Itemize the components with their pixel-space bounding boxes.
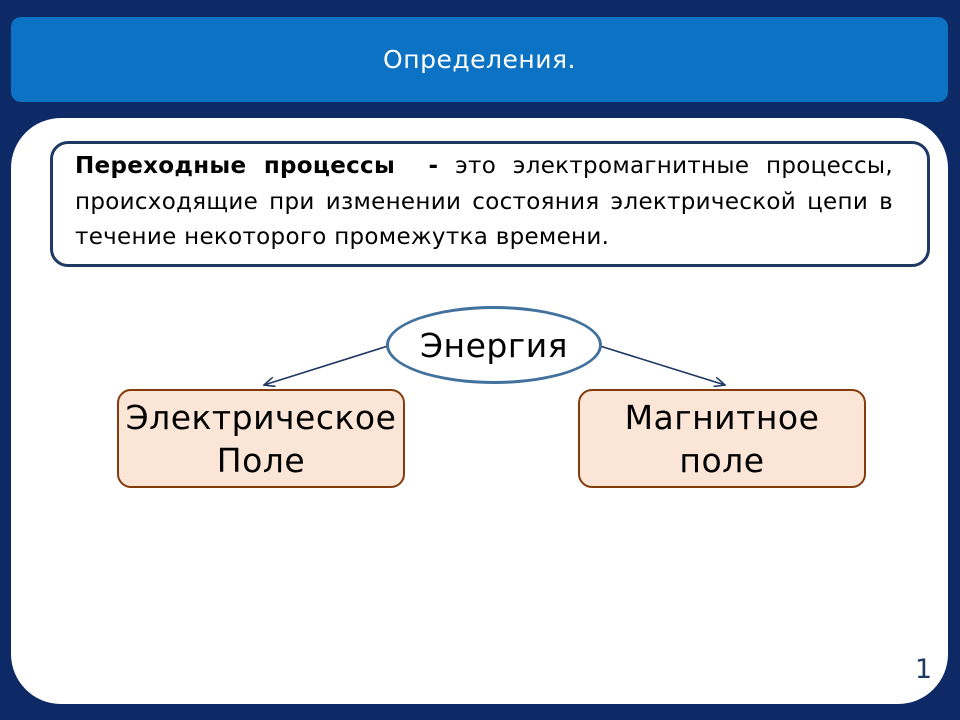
definition-text: Переходные процессы - это электромагнитн… [75,149,893,256]
energy-node: Энергия [386,306,602,384]
definition-body: это электромагнитные процессы, происходя… [75,153,893,250]
energy-label: Энергия [419,325,568,365]
magnetic-field-box: Магнитное поле [578,389,866,488]
definition-term: Переходные процессы [75,153,396,179]
page-number: 1 [914,654,932,685]
title-bar: Определения. [11,17,948,102]
electric-field-label: Электрическое Поле [125,397,397,480]
electric-field-box: Электрическое Поле [117,389,405,488]
definition-box [50,141,930,267]
magnetic-field-label: Магнитное поле [624,397,820,480]
definition-dash: - [428,153,439,179]
slide-title: Определения. [383,45,576,74]
